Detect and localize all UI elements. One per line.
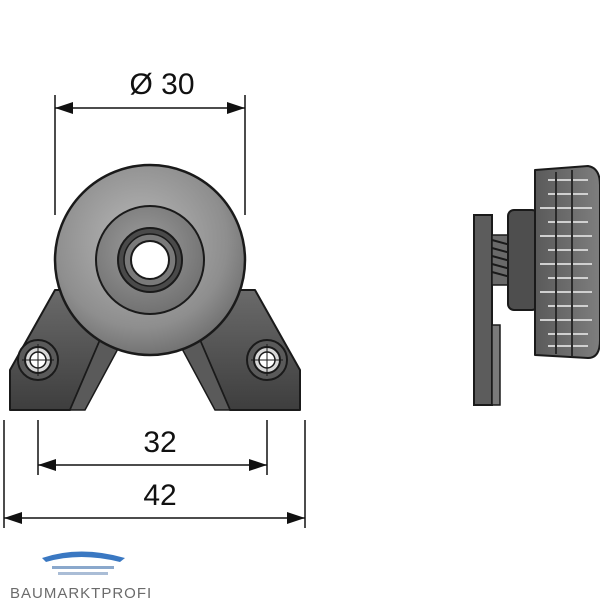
overall-width-label: 42 xyxy=(143,479,176,512)
side-base-plate xyxy=(473,214,493,406)
knurl-ribs xyxy=(540,179,592,347)
dimension-overall-width: 42 xyxy=(3,420,306,528)
dimension-diameter: Ø 30 xyxy=(54,68,246,215)
center-bore xyxy=(130,240,170,280)
logo-swoosh xyxy=(42,551,125,562)
mounting-hole-right xyxy=(246,339,288,381)
front-view xyxy=(9,163,301,411)
dimension-hole-spacing: 32 xyxy=(37,420,268,475)
side-hub xyxy=(507,209,539,311)
brand-logo: BAUMARKTPROFI xyxy=(10,551,152,600)
diameter-label: Ø 30 xyxy=(129,68,194,101)
logo-text: BAUMARKTPROFI xyxy=(10,585,152,600)
side-view xyxy=(473,165,600,406)
hole-spacing-label: 32 xyxy=(143,426,176,459)
knurled-knob xyxy=(534,165,600,359)
mounting-hole-left xyxy=(17,339,59,381)
